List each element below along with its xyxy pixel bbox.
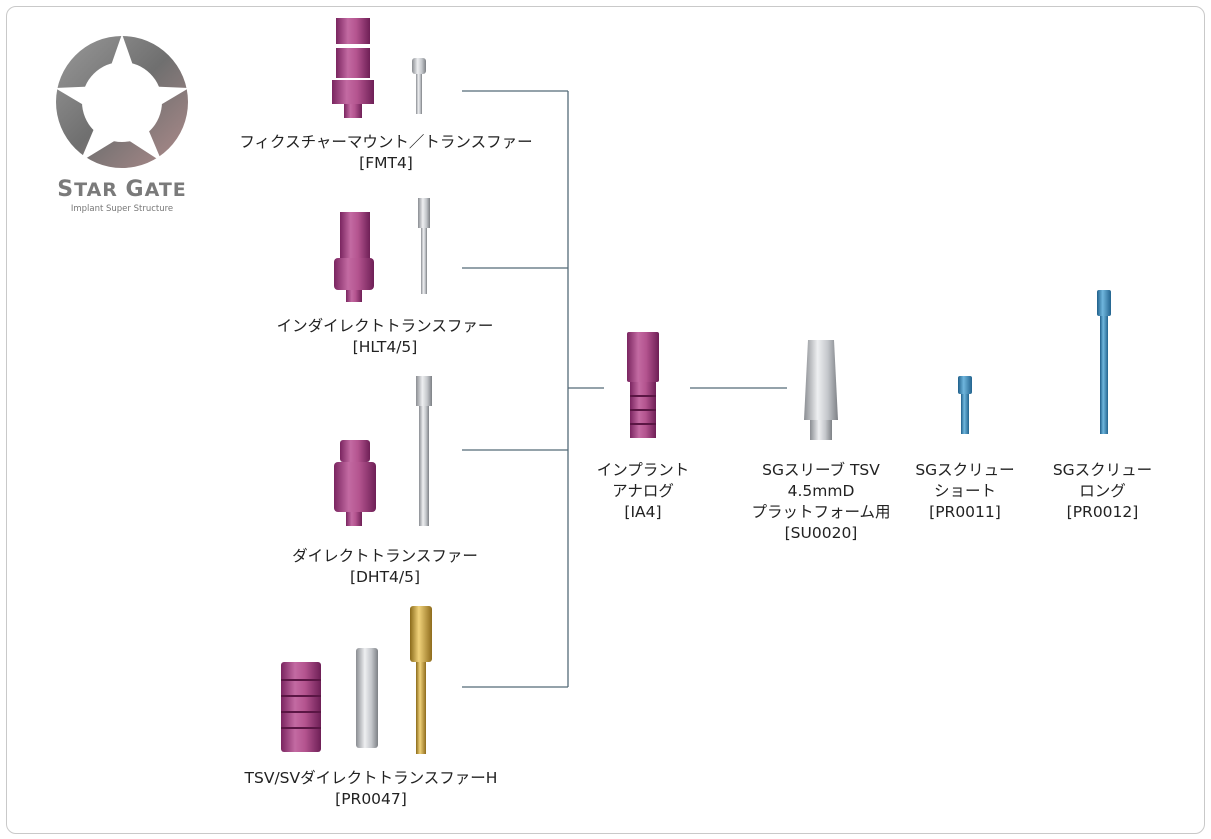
label-tsv-name: TSV/SVダイレクトトランスファーH <box>244 769 498 787</box>
label-pr0011: SGスクリュー ショート [PR0011] <box>905 460 1025 523</box>
label-dht: ダイレクトトランスファー [DHT4/5] <box>260 546 510 588</box>
label-dht-name: ダイレクトトランスファー <box>292 547 478 565</box>
label-fmt4-code: [FMT4] <box>359 154 413 172</box>
label-pr0012: SGスクリュー ロング [PR0012] <box>1040 460 1165 523</box>
label-pr0011-line2: ショート <box>933 482 996 500</box>
label-pr0011-line1: SGスクリュー <box>915 461 1015 479</box>
label-pr0012-line2: ロング <box>1079 482 1126 500</box>
implant-analog-part <box>627 332 659 438</box>
indirect-transfer-part <box>334 212 374 302</box>
content-frame <box>6 6 1205 834</box>
star-ring-emblem-icon <box>55 34 189 168</box>
label-tsv-code: [PR0047] <box>335 790 407 808</box>
label-fmt4: フィクスチャーマウント／トランスファー [FMT4] <box>226 132 546 174</box>
label-pr0012-code: [PR0012] <box>1066 503 1139 521</box>
logo-wordmark: STAR GATE <box>57 177 187 202</box>
label-su0020: SGスリーブ TSV 4.5mmD プラットフォーム用 [SU0020] <box>736 460 906 544</box>
fixture-mount-part <box>332 18 374 118</box>
label-ia4-code: [IA4] <box>624 503 662 521</box>
direct-transfer-part <box>334 440 376 526</box>
label-ia4: インプラント アナログ [IA4] <box>583 460 703 523</box>
label-ia4-line1: インプラント <box>596 461 690 479</box>
label-hlt-name: インダイレクトトランスファー <box>276 317 494 335</box>
label-pr0012-line1: SGスクリュー <box>1052 461 1153 479</box>
sg-screw-short-part <box>958 376 972 434</box>
label-pr0011-code: [PR0011] <box>929 503 1001 521</box>
label-su0020-code: [SU0020] <box>784 524 858 542</box>
label-hlt-code: [HLT4/5] <box>352 338 418 356</box>
sg-sleeve-part <box>804 340 838 440</box>
star-gate-logo: STAR GATE Implant Super Structure <box>44 32 204 222</box>
sg-screw-long-part <box>1097 290 1111 434</box>
label-tsv: TSV/SVダイレクトトランスファーH [PR0047] <box>206 768 536 810</box>
tsv-transfer-sleeve <box>356 648 378 748</box>
indirect-transfer-screw <box>418 198 430 294</box>
direct-transfer-screw <box>416 376 432 526</box>
fixture-mount-screw <box>412 58 426 114</box>
label-su0020-line3: プラットフォーム用 <box>751 503 891 521</box>
tsv-transfer-screw <box>410 606 432 754</box>
label-su0020-line1: SGスリーブ TSV <box>762 461 880 479</box>
tsv-transfer-body <box>281 662 321 752</box>
logo-tagline: Implant Super Structure <box>70 204 174 214</box>
label-fmt4-name: フィクスチャーマウント／トランスファー <box>239 133 533 151</box>
label-dht-code: [DHT4/5] <box>349 568 421 586</box>
label-ia4-line2: アナログ <box>612 482 674 500</box>
label-su0020-line2: 4.5mmD <box>787 482 855 500</box>
label-hlt: インダイレクトトランスファー [HLT4/5] <box>250 316 520 358</box>
